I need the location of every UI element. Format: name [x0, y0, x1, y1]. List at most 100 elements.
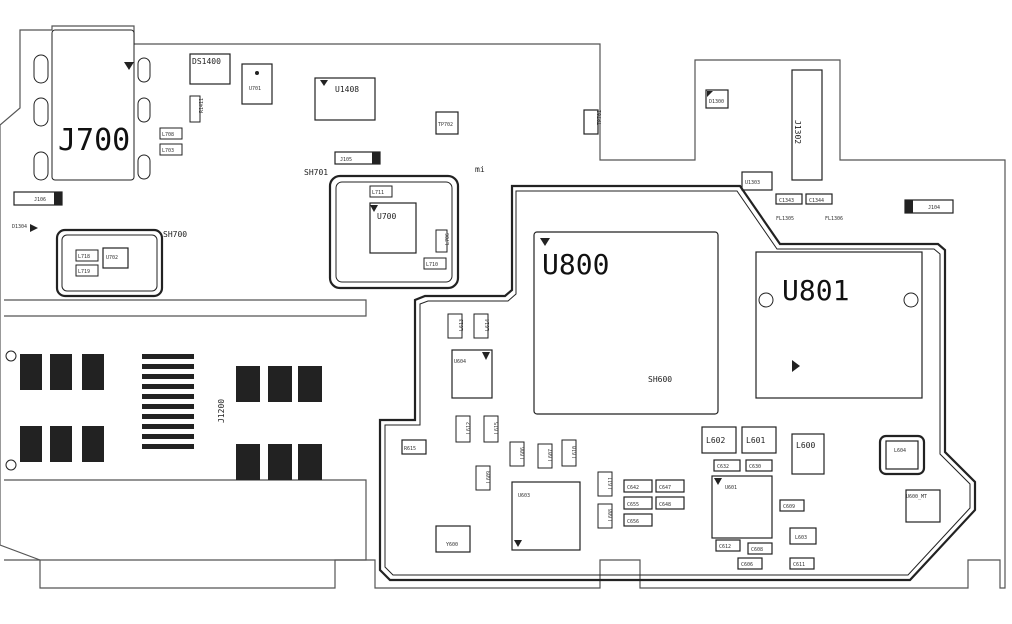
c632: C632 — [713, 459, 741, 472]
u604: U604 — [451, 349, 493, 399]
svg-text:L604: L604 — [894, 448, 906, 454]
inductor-l612: L612 — [455, 415, 472, 443]
u700: U700 — [369, 202, 417, 254]
svg-text:U1303: U1303 — [745, 180, 760, 186]
c642: C642 — [623, 479, 653, 493]
inductor-l615: L615 — [483, 415, 500, 443]
sh700-shield: SH700 U702 L718 L719 — [55, 228, 187, 298]
inductor-l609: L609 — [475, 465, 492, 491]
inductor-l711: L711 — [369, 185, 393, 198]
svg-text:L608: L608 — [608, 509, 614, 521]
svg-text:C1343: C1343 — [779, 198, 794, 204]
svg-text:U1408: U1408 — [335, 85, 359, 94]
svg-text:U700: U700 — [377, 212, 396, 221]
j104-connector: J104 — [904, 199, 954, 214]
inductor-l600: L604 — [878, 434, 926, 476]
r615: R615 — [401, 439, 427, 455]
svg-text:U603: U603 — [518, 493, 530, 499]
svg-text:L600: L600 — [796, 441, 815, 450]
svg-text:L603: L603 — [795, 535, 807, 541]
svg-text:R615: R615 — [404, 446, 416, 452]
svg-text:L708: L708 — [162, 132, 174, 138]
svg-text:C656: C656 — [627, 519, 639, 525]
j105-connector: J105 — [334, 151, 381, 165]
svg-text:C608: C608 — [751, 547, 763, 553]
svg-text:L601: L601 — [746, 436, 765, 445]
svg-text:TP702: TP702 — [438, 122, 453, 128]
inductor-l602: L600 — [791, 433, 825, 475]
svg-text:U604: U604 — [454, 359, 466, 365]
inductor-l603: L601 — [741, 426, 777, 454]
j1200-connector: J1200 — [4, 299, 367, 561]
svg-text:L703: L703 — [162, 148, 174, 154]
svg-text:C609: C609 — [783, 504, 795, 510]
inductor-l703: L703 — [159, 143, 183, 156]
fl1306: FL1306 — [825, 216, 843, 222]
u801: U801 — [755, 251, 923, 399]
svg-text:J1302: J1302 — [793, 120, 802, 144]
u603: U603 — [511, 481, 581, 551]
u800: U800 SH600 — [533, 231, 719, 415]
svg-text:C648: C648 — [659, 502, 671, 508]
svg-text:L613: L613 — [459, 319, 465, 331]
j106-connector: J106 — [13, 191, 63, 206]
inductor-l710: L710 — [423, 257, 447, 270]
inductor-l608: L608 — [597, 503, 614, 529]
tp702: TP702 — [435, 111, 459, 135]
svg-text:L607: L607 — [548, 449, 554, 461]
svg-text:SH600: SH600 — [648, 375, 672, 384]
c612: C612 — [715, 539, 741, 552]
inductor-l610: L610 — [561, 439, 578, 467]
svg-text:L706: L706 — [445, 233, 451, 245]
svg-text:TP701: TP701 — [597, 110, 603, 125]
u600: U600_MT — [905, 489, 941, 523]
j1302-connector: J1302 — [791, 69, 823, 181]
svg-text:U600_MT: U600_MT — [906, 494, 927, 500]
svg-text:C630: C630 — [749, 464, 761, 470]
svg-text:L710: L710 — [426, 262, 438, 268]
c1344: C1344 — [805, 193, 833, 205]
u1303: U1303 — [741, 171, 773, 191]
svg-text:U800: U800 — [542, 248, 609, 281]
svg-text:L612: L612 — [466, 422, 472, 434]
inductor-l607: L607 — [537, 443, 554, 469]
svg-text:D1300: D1300 — [709, 99, 724, 105]
svg-text:L609: L609 — [486, 471, 492, 483]
r1411: R1411 — [189, 95, 205, 123]
svg-text:C647: C647 — [659, 485, 671, 491]
u702: U702 — [102, 247, 129, 269]
inductor-l708: L708 — [159, 127, 183, 140]
c608: C608 — [747, 542, 773, 555]
inductor-l719: L719 — [75, 264, 99, 277]
inductor-l706: L706 — [435, 229, 451, 253]
svg-text:U701: U701 — [249, 86, 261, 92]
d1304: D1304 — [12, 224, 38, 232]
sh600-shield — [378, 184, 977, 582]
c656: C656 — [623, 513, 653, 527]
u601: U601 — [711, 475, 773, 539]
svg-text:SH701: SH701 — [304, 168, 328, 177]
inductor-l614: L614 — [473, 313, 491, 339]
svg-text:L611: L611 — [608, 477, 614, 489]
svg-text:C1344: C1344 — [809, 198, 824, 204]
svg-text:L614: L614 — [485, 319, 491, 331]
svg-text:L718: L718 — [78, 254, 90, 260]
c648: C648 — [655, 496, 685, 510]
svg-text:DS1400: DS1400 — [192, 57, 221, 66]
inductor-l613: L613 — [447, 313, 465, 339]
svg-text:Y600: Y600 — [446, 542, 458, 548]
svg-text:SH700: SH700 — [163, 230, 187, 239]
c647: C647 — [655, 479, 685, 493]
c630: C630 — [745, 459, 773, 472]
svg-text:L711: L711 — [372, 190, 384, 196]
svg-text:U801: U801 — [782, 274, 849, 307]
c1343: C1343 — [775, 193, 803, 205]
svg-text:C606: C606 — [741, 562, 753, 568]
tp701: TP701 — [583, 109, 603, 135]
svg-text:FL1306: FL1306 — [825, 216, 843, 222]
inductor-l601: L603 — [789, 527, 817, 545]
sh701-shield: SH701 U700 L711 L706 L710 — [304, 168, 460, 290]
board-outline — [0, 25, 1006, 589]
svg-text:U702: U702 — [106, 255, 118, 261]
